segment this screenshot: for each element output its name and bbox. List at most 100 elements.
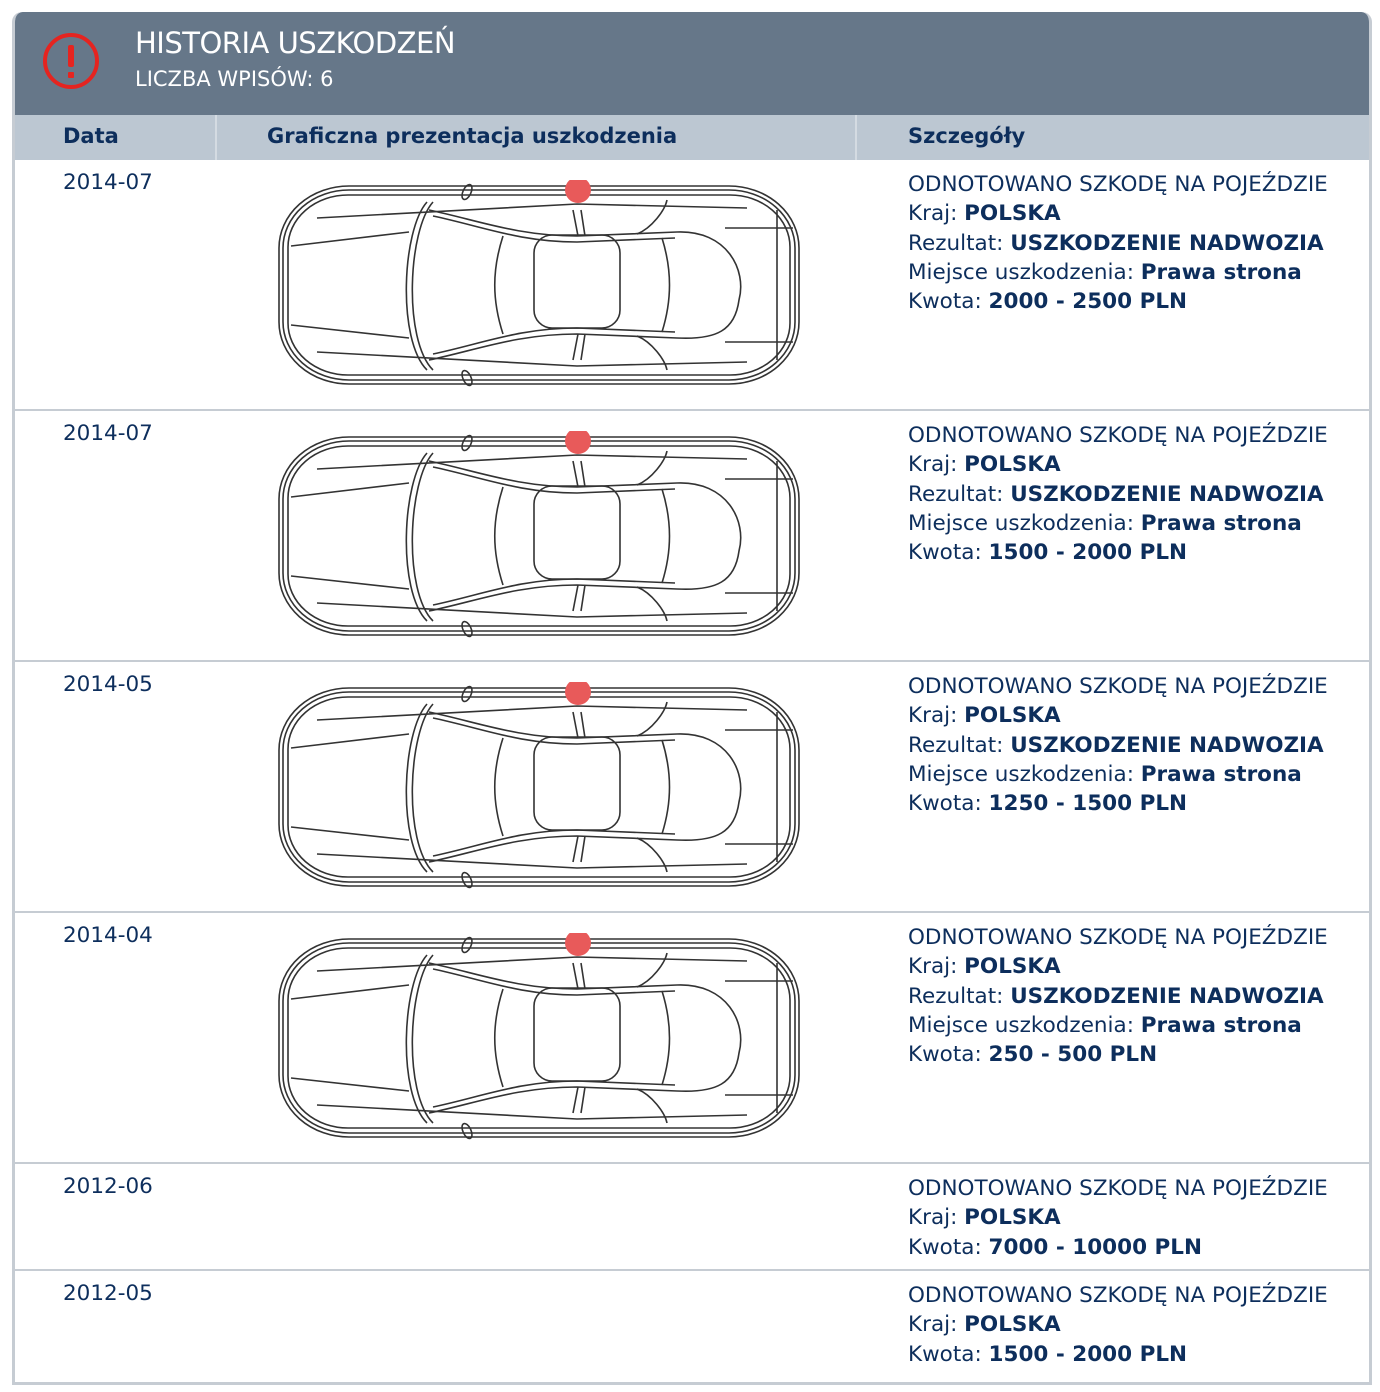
amount-label: Kwota: [908,1042,989,1068]
location-label: Miejsce uszkodzenia: [908,510,1141,536]
entry-headline: ODNOTOWANO SZKODĘ NA POJEŹDZIE [908,925,1328,950]
country-label: Kraj: [908,954,965,980]
entry-headline: ODNOTOWANO SZKODĘ NA POJEŹDZIE [908,423,1328,448]
table-row: 2012-05 ODNOTOWANO SZKODĘ NA POJEŹDZIE K… [15,1271,1369,1376]
entry-amount: Kwota: 1250 - 1500 PLN [908,789,1328,818]
entry-headline: ODNOTOWANO SZKODĘ NA POJEŹDZIE [908,172,1328,197]
entry-details: ODNOTOWANO SZKODĘ NA POJEŹDZIE Kraj: POL… [908,421,1328,567]
amount-value: 7000 - 10000 PLN [988,1234,1202,1260]
damage-marker [565,431,591,454]
column-divider [855,115,857,160]
country-label: Kraj: [908,201,965,227]
car-diagram [277,431,803,641]
entry-details: ODNOTOWANO SZKODĘ NA POJEŹDZIE Kraj: POL… [908,1281,1328,1369]
table-row: 2014-07 ODNOTOWANO SZKODĘ NA POJEŹDZIE K… [15,160,1369,411]
table-row: 2014-05 ODNOTOWANO SZKODĘ NA POJEŹDZIE K… [15,662,1369,913]
car-diagram [277,180,803,390]
country-label: Kraj: [908,703,965,729]
car-diagram [277,933,803,1143]
column-divider [215,115,217,160]
country-value: POLSKA [964,1205,1061,1231]
entry-country: Kraj: POLSKA [908,952,1328,981]
alert-circle-icon [43,33,99,89]
country-value: POLSKA [964,954,1061,980]
entry-amount: Kwota: 2000 - 2500 PLN [908,287,1328,316]
entry-country: Kraj: POLSKA [908,1310,1328,1339]
entry-amount: Kwota: 1500 - 2000 PLN [908,1340,1328,1369]
entry-count: LICZBA WPISÓW: 6 [135,67,334,91]
entry-headline: ODNOTOWANO SZKODĘ NA POJEŹDZIE [908,674,1328,699]
amount-value: 2000 - 2500 PLN [988,289,1188,315]
country-label: Kraj: [908,452,965,478]
location-value: Prawa strona [1140,1012,1302,1038]
entry-location: Miejsce uszkodzenia: Prawa strona [908,760,1328,789]
result-label: Rezultat: [908,230,1011,256]
damage-marker [565,933,591,956]
location-value: Prawa strona [1140,259,1302,285]
car-diagram [277,682,803,892]
car-outline [279,936,799,1140]
entry-country: Kraj: POLSKA [908,450,1328,479]
country-value: POLSKA [964,1312,1061,1338]
table-body: 2014-07 ODNOTOWANO SZKODĘ NA POJEŹDZIE K… [15,160,1369,1376]
entry-details: ODNOTOWANO SZKODĘ NA POJEŹDZIE Kraj: POL… [908,1174,1328,1262]
result-label: Rezultat: [908,481,1011,507]
car-outline [279,685,799,889]
entry-date: 2014-07 [63,170,153,195]
result-value: USZKODZENIE NADWOZIA [1010,230,1324,256]
entry-country: Kraj: POLSKA [908,701,1328,730]
amount-label: Kwota: [908,540,989,566]
entry-date: 2012-05 [63,1281,153,1306]
panel-header: HISTORIA USZKODZEŃ LICZBA WPISÓW: 6 [15,12,1369,115]
location-label: Miejsce uszkodzenia: [908,259,1141,285]
entry-result: Rezultat: USZKODZENIE NADWOZIA [908,229,1328,258]
entry-details: ODNOTOWANO SZKODĘ NA POJEŹDZIE Kraj: POL… [908,923,1328,1069]
entry-details: ODNOTOWANO SZKODĘ NA POJEŹDZIE Kraj: POL… [908,672,1328,818]
table-row: 2014-07 ODNOTOWANO SZKODĘ NA POJEŹDZIE K… [15,411,1369,662]
entry-date: 2014-05 [63,672,153,697]
entry-location: Miejsce uszkodzenia: Prawa strona [908,1011,1328,1040]
entry-headline: ODNOTOWANO SZKODĘ NA POJEŹDZIE [908,1283,1328,1308]
entry-amount: Kwota: 250 - 500 PLN [908,1040,1328,1069]
car-outline [279,183,799,387]
location-value: Prawa strona [1140,761,1302,787]
amount-value: 1250 - 1500 PLN [988,791,1188,817]
amount-label: Kwota: [908,791,989,817]
car-outline [279,434,799,638]
damage-history-panel: HISTORIA USZKODZEŃ LICZBA WPISÓW: 6 Data… [12,12,1372,1385]
amount-value: 1500 - 2000 PLN [988,1341,1188,1367]
location-label: Miejsce uszkodzenia: [908,1012,1141,1038]
entry-amount: Kwota: 1500 - 2000 PLN [908,538,1328,567]
damage-marker [565,682,591,705]
entry-details: ODNOTOWANO SZKODĘ NA POJEŹDZIE Kraj: POL… [908,170,1328,316]
column-header-details: Szczegóły [908,124,1026,148]
table-row: 2012-06 ODNOTOWANO SZKODĘ NA POJEŹDZIE K… [15,1164,1369,1271]
panel-title: HISTORIA USZKODZEŃ [135,26,456,60]
entry-date: 2014-07 [63,421,153,446]
result-value: USZKODZENIE NADWOZIA [1010,732,1324,758]
result-value: USZKODZENIE NADWOZIA [1010,481,1324,507]
damage-marker [565,180,591,203]
table-header: Data Graficzna prezentacja uszkodzenia S… [15,115,1369,160]
amount-label: Kwota: [908,289,989,315]
location-value: Prawa strona [1140,510,1302,536]
amount-value: 1500 - 2000 PLN [988,540,1188,566]
entry-result: Rezultat: USZKODZENIE NADWOZIA [908,480,1328,509]
column-header-date: Data [63,124,119,148]
entry-result: Rezultat: USZKODZENIE NADWOZIA [908,982,1328,1011]
country-label: Kraj: [908,1205,965,1231]
amount-label: Kwota: [908,1234,989,1260]
entry-country: Kraj: POLSKA [908,1203,1328,1232]
amount-label: Kwota: [908,1341,989,1367]
country-value: POLSKA [964,452,1061,478]
country-label: Kraj: [908,1312,965,1338]
country-value: POLSKA [964,201,1061,227]
entry-country: Kraj: POLSKA [908,199,1328,228]
result-value: USZKODZENIE NADWOZIA [1010,983,1324,1009]
entry-result: Rezultat: USZKODZENIE NADWOZIA [908,731,1328,760]
result-label: Rezultat: [908,983,1011,1009]
entry-date: 2014-04 [63,923,153,948]
column-header-graphic: Graficzna prezentacja uszkodzenia [267,124,678,148]
result-label: Rezultat: [908,732,1011,758]
amount-value: 250 - 500 PLN [988,1042,1158,1068]
